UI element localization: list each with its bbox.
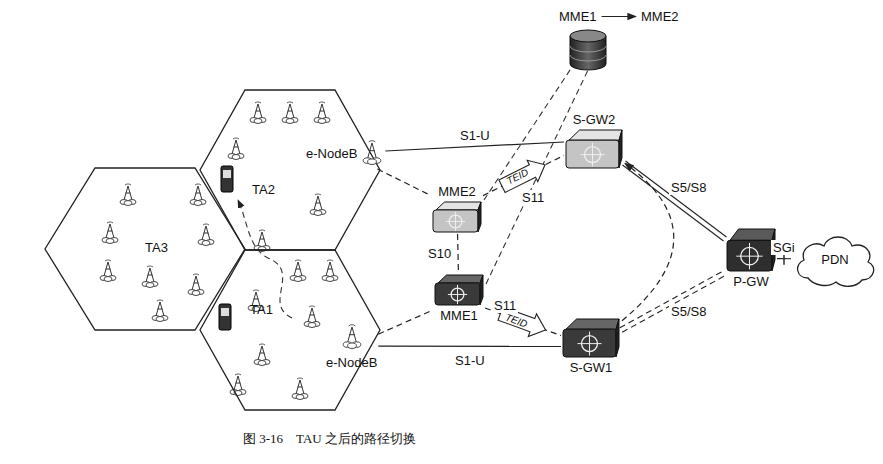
tower-group: [100, 102, 338, 400]
connector: [457, 234, 459, 273]
tower-icon: [310, 194, 326, 216]
node-label: P-GW: [733, 274, 768, 289]
device-icon: [432, 201, 482, 233]
tower-icon: [340, 322, 364, 352]
tower-icon: [360, 138, 384, 168]
edge-label: SGi: [771, 240, 797, 255]
tower-icon: [292, 378, 308, 400]
tracking-area: TA1 e-NodeB: [200, 250, 380, 410]
edge-label: S10: [426, 246, 453, 261]
cloud-body: PDN: [792, 228, 878, 290]
mme-device: MME2: [432, 184, 482, 233]
device-icon: [726, 228, 776, 272]
connector: [620, 271, 726, 333]
pgw-device: P-GW: [726, 228, 776, 289]
enodeb-station: e-NodeB: [306, 138, 384, 168]
connector: [385, 142, 564, 151]
tower-icon: [364, 141, 382, 165]
connector: [378, 346, 561, 347]
tracking-area: TA3: [45, 168, 245, 330]
connector: [378, 310, 433, 334]
tower-icon: [142, 266, 158, 288]
tower-icon: [314, 102, 330, 124]
tower-icon: [282, 102, 298, 124]
ue-phone: [219, 304, 231, 330]
tower-icon: [190, 184, 206, 206]
leader-line: [484, 64, 574, 200]
leader-line: [486, 70, 588, 284]
tracking-area: TA2 e-NodeB: [200, 90, 380, 250]
tower-icon: [198, 224, 214, 246]
edge-label: S11: [492, 298, 518, 313]
movement-path: [238, 200, 292, 318]
tower-icon: [254, 344, 270, 366]
tower-icon: [322, 260, 338, 282]
node-label: TA2: [252, 182, 275, 197]
mme-device: MME1: [434, 274, 484, 323]
database-symbol: [570, 30, 606, 70]
edge-label: S1-U: [458, 128, 492, 143]
tower-icon: [290, 260, 306, 282]
edge-label: S5/S8: [669, 180, 708, 195]
node-label: MME1: [440, 308, 478, 323]
teid-label: TEID: [502, 164, 533, 189]
tower-icon: [230, 374, 246, 396]
node-label: S-GW2: [573, 112, 616, 127]
tower-icon: [152, 300, 168, 322]
node-label: PDN: [821, 252, 848, 267]
node-label: S-GW1: [570, 360, 613, 375]
node-label: e-NodeB: [306, 146, 357, 161]
tower-icon: [304, 306, 320, 328]
sgw-device: S-GW1: [562, 318, 620, 375]
node-label: TA3: [145, 240, 168, 255]
ue-phone: [221, 166, 233, 192]
tower-icon: [254, 230, 270, 252]
node-label: TA1: [250, 302, 273, 317]
edge-label: S5/S8: [669, 304, 708, 319]
tower-icon: [343, 325, 361, 349]
connector: [377, 169, 431, 196]
device-icon: [565, 129, 623, 169]
enodeb-station: e-NodeB: [326, 322, 377, 370]
pdn-cloud: PDN: [792, 228, 878, 290]
edge-label: S11: [520, 190, 546, 205]
label-text: MME2: [639, 9, 681, 24]
device-icon: [434, 274, 484, 306]
edge-label: S1-U: [453, 353, 487, 368]
figure-caption: 图 3-16 TAU 之后的路径切换: [241, 431, 418, 446]
hexagon-outline: [200, 90, 380, 250]
tower-icon: [102, 222, 118, 244]
tower-icon: [120, 184, 136, 206]
tower-icon: [250, 102, 266, 124]
node-label: MME2: [438, 184, 476, 199]
arrow-line: [602, 16, 636, 17]
tower-icon: [100, 260, 116, 282]
label-text: MME1: [557, 9, 599, 24]
connector: [622, 163, 674, 320]
node-label: e-NodeB: [326, 355, 377, 370]
teid-label: TEID: [501, 309, 531, 332]
sgw-device: S-GW2: [565, 112, 623, 169]
tower-icon: [228, 138, 244, 160]
connector: [622, 161, 726, 241]
device-icon: [562, 318, 620, 358]
tower-icon: [188, 274, 204, 296]
